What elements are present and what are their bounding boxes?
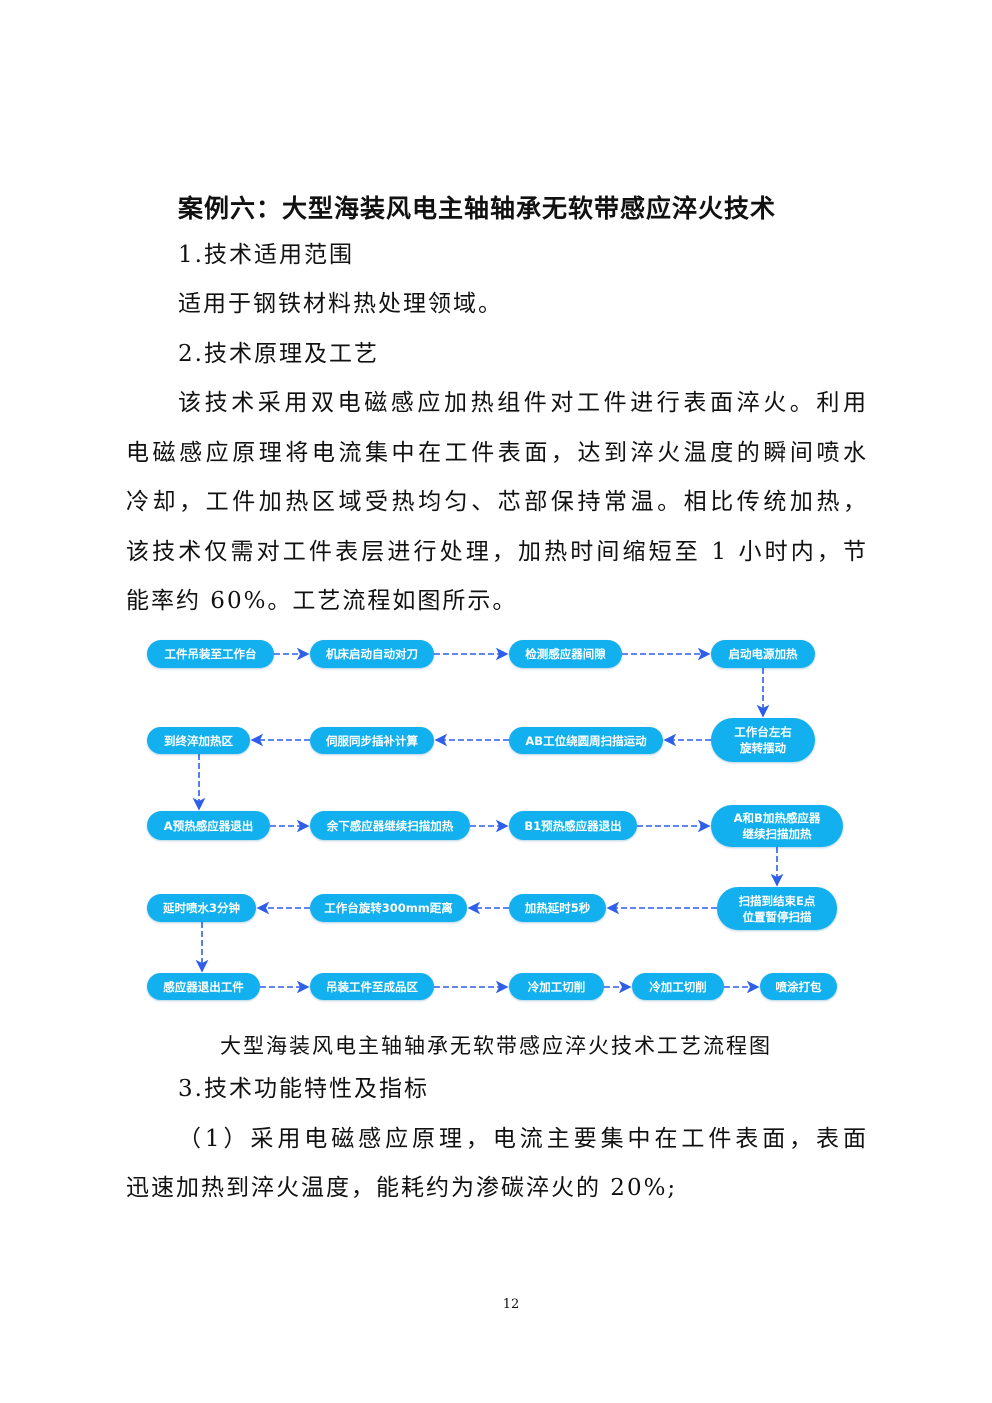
body-line: 迅速加热到淬火温度，能耗约为渗碳淬火的 20%; bbox=[126, 1175, 678, 1201]
flow-step: 加热延时5秒 bbox=[509, 894, 606, 922]
flow-step: 扫描到结束E点位置暂停扫描 bbox=[717, 887, 837, 930]
body-line: 该技术仅需对工件表层进行处理，加热时间缩短至 1 小时内，节 bbox=[126, 539, 868, 565]
body-line: 冷却，工件加热区域受热均匀、芯部保持常温。相比传统加热， bbox=[126, 489, 868, 515]
body-line: 电磁感应原理将电流集中在工件表面，达到淬火温度的瞬间喷水 bbox=[126, 440, 868, 466]
figure-caption: 大型海装风电主轴轴承无软带感应淬火技术工艺流程图 bbox=[220, 1034, 772, 1058]
flow-step: B1预热感应器退出 bbox=[509, 811, 637, 840]
flow-step: 工作台左右旋转摆动 bbox=[711, 718, 815, 762]
flow-step: 延时喷水3分钟 bbox=[147, 894, 256, 922]
flow-step: 冷加工切削 bbox=[632, 973, 724, 1000]
flow-step: 机床启动自动对刀 bbox=[310, 640, 434, 668]
body-line: 该技术采用双电磁感应加热组件对工件进行表面淬火。利用 bbox=[178, 390, 868, 416]
flow-step: 感应器退出工件 bbox=[147, 973, 260, 1000]
section1-heading: 1.技术适用范围 bbox=[178, 242, 354, 268]
flow-step: 工件吊装至工作台 bbox=[147, 640, 274, 668]
page-number: 12 bbox=[502, 1297, 520, 1312]
flow-step: 工作台旋转300mm距离 bbox=[310, 894, 467, 922]
flow-step: 检测感应器间隙 bbox=[509, 640, 622, 668]
flow-step: 冷加工切削 bbox=[509, 973, 604, 1000]
section2-heading: 2.技术原理及工艺 bbox=[178, 341, 379, 367]
flow-step: 启动电源加热 bbox=[711, 640, 815, 668]
flow-step: 喷涂打包 bbox=[760, 973, 837, 1000]
flow-step: A和B加热感应器继续扫描加热 bbox=[711, 805, 843, 847]
case-title: 案例六：大型海装风电主轴轴承无软带感应淬火技术 bbox=[178, 194, 777, 223]
flow-step: 到终淬加热区 bbox=[147, 727, 250, 754]
flow-step: 伺服同步插补计算 bbox=[310, 727, 434, 754]
section1-text: 适用于钢铁材料热处理领域。 bbox=[178, 291, 503, 317]
body-line: 能率约 60%。工艺流程如图所示。 bbox=[126, 588, 518, 614]
body-line: （1）采用电磁感应原理，电流主要集中在工件表面，表面 bbox=[178, 1126, 868, 1152]
flow-step: A预热感应器退出 bbox=[147, 811, 270, 840]
flow-step: 余下感应器继续扫描加热 bbox=[310, 811, 470, 840]
flow-step: 吊装工件至成品区 bbox=[310, 973, 434, 1000]
flow-step: AB工位绕圆周扫描运动 bbox=[509, 727, 663, 754]
section3-heading: 3.技术功能特性及指标 bbox=[178, 1076, 429, 1102]
